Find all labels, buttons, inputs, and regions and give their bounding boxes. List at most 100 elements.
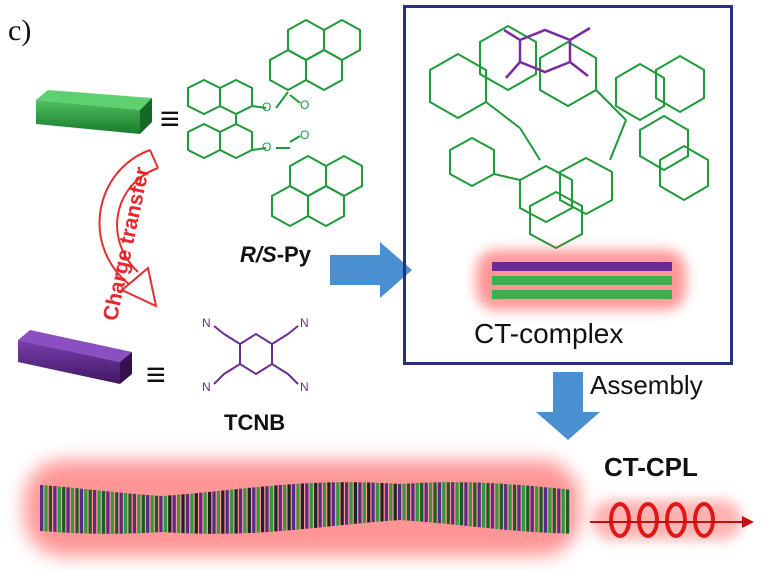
assembly-slab xyxy=(349,482,353,525)
assembly-slab xyxy=(429,482,433,523)
assembly-slab xyxy=(48,485,52,532)
assembly-slab xyxy=(70,487,75,533)
assembly-slab xyxy=(208,491,212,534)
ct-complex-stack xyxy=(476,250,686,310)
assembly-slab xyxy=(552,488,556,534)
twisted-assembly xyxy=(24,460,580,556)
assembly-slab xyxy=(340,482,344,526)
nitrile-n-br: N xyxy=(300,380,309,394)
assembly-slab xyxy=(486,483,490,529)
assembly-slab xyxy=(75,488,79,534)
assembly-slab xyxy=(380,483,384,522)
donor-label: R/S-Py xyxy=(240,242,311,268)
assembly-slab xyxy=(88,489,92,534)
assembly-slab xyxy=(53,486,57,532)
carbonyl-bonds xyxy=(289,94,301,143)
assembly-slab xyxy=(543,487,548,533)
assembly-slab xyxy=(291,484,296,530)
assembly-slab xyxy=(163,495,167,533)
assembly-slab xyxy=(238,488,243,534)
assembly-slab xyxy=(415,483,419,522)
helix-icon xyxy=(590,500,754,540)
ct-complex-acceptor xyxy=(503,26,591,79)
helix-turn xyxy=(609,502,631,538)
assembly-slab xyxy=(327,482,331,527)
assembly-slab xyxy=(393,483,397,521)
assembly-slab xyxy=(504,484,508,530)
assembly-slab xyxy=(353,482,357,524)
ct-complex-structure xyxy=(429,24,709,250)
acceptor-label: TCNB xyxy=(224,410,286,435)
nitrile-n-bl: N xyxy=(202,380,211,394)
assembly-slab xyxy=(566,489,570,534)
equiv-symbol-bottom: ≡ xyxy=(146,356,166,394)
assembly-slab xyxy=(124,493,128,534)
assembly-slab xyxy=(437,482,441,524)
assembly-slab xyxy=(473,482,477,527)
assembly-slab xyxy=(305,483,309,529)
assembly-slab xyxy=(490,483,495,529)
assembly-slab xyxy=(455,482,459,525)
ct-complex-panel xyxy=(403,5,733,365)
assembly-slab xyxy=(459,482,464,526)
assembly-slab xyxy=(110,491,114,534)
assembly-slab xyxy=(535,486,539,533)
assembly-slab xyxy=(322,482,327,527)
helix-turn xyxy=(693,502,715,538)
cpl-label: CT-CPL xyxy=(604,452,698,482)
assembly-slab xyxy=(150,495,154,533)
assembly-slab xyxy=(159,496,163,532)
assembly-slab xyxy=(243,488,247,534)
assembly-slab xyxy=(495,483,499,529)
donor-block-icon xyxy=(36,90,152,134)
assembly-slab xyxy=(296,483,300,530)
assembly-slab xyxy=(230,489,234,534)
assembly-slab xyxy=(128,493,132,534)
assembly-slab xyxy=(420,482,424,522)
assembly-slab xyxy=(451,482,455,525)
assembly-slab xyxy=(362,482,366,523)
assembly-slab xyxy=(137,494,141,534)
assembly-slab xyxy=(468,482,472,527)
assembly-slab xyxy=(79,488,83,534)
assembly-slab xyxy=(384,483,388,521)
nitrile-n-tr: N xyxy=(300,316,309,330)
complex-label: CT-complex xyxy=(474,318,624,349)
assembly-slab xyxy=(115,492,119,534)
assembly-slab xyxy=(216,491,220,534)
assembly-slab xyxy=(557,488,561,534)
assembly-slab xyxy=(398,484,402,521)
assembly-slab xyxy=(93,490,97,534)
assembly-slab xyxy=(530,486,534,532)
assembly-slab xyxy=(402,483,406,521)
assembly-slab xyxy=(424,482,428,522)
assembly-slab xyxy=(521,485,525,532)
assembly-slab xyxy=(411,483,415,521)
assembly-slab xyxy=(336,482,340,526)
donor-label-italic: R/S xyxy=(240,242,277,267)
assembly-slab xyxy=(199,492,203,534)
assembly-slab xyxy=(252,487,256,533)
assembly-slab xyxy=(539,486,543,533)
assembly-slab xyxy=(499,483,503,530)
helix-turn xyxy=(637,502,659,538)
donor-label-rest: -Py xyxy=(276,242,311,267)
assembly-slab xyxy=(375,482,380,522)
assembly-slab xyxy=(548,487,552,533)
assembly-slab xyxy=(203,492,207,534)
assembly-slab xyxy=(256,487,260,533)
assembly-slab xyxy=(97,490,101,534)
assembly-slab xyxy=(482,482,486,528)
assembly-slab xyxy=(265,486,269,532)
assembly-slab xyxy=(442,482,446,524)
assembly-slab xyxy=(234,489,238,534)
assembly-slab xyxy=(331,482,335,526)
assembly-slab xyxy=(141,494,145,533)
assembly-slab xyxy=(278,485,282,531)
assembly-slab xyxy=(314,482,318,528)
assembly-slab xyxy=(358,482,362,524)
assembly-slab xyxy=(101,490,106,534)
assembly-slab xyxy=(508,484,512,531)
assembly-slab xyxy=(247,487,251,533)
assembly-slab xyxy=(433,482,437,523)
